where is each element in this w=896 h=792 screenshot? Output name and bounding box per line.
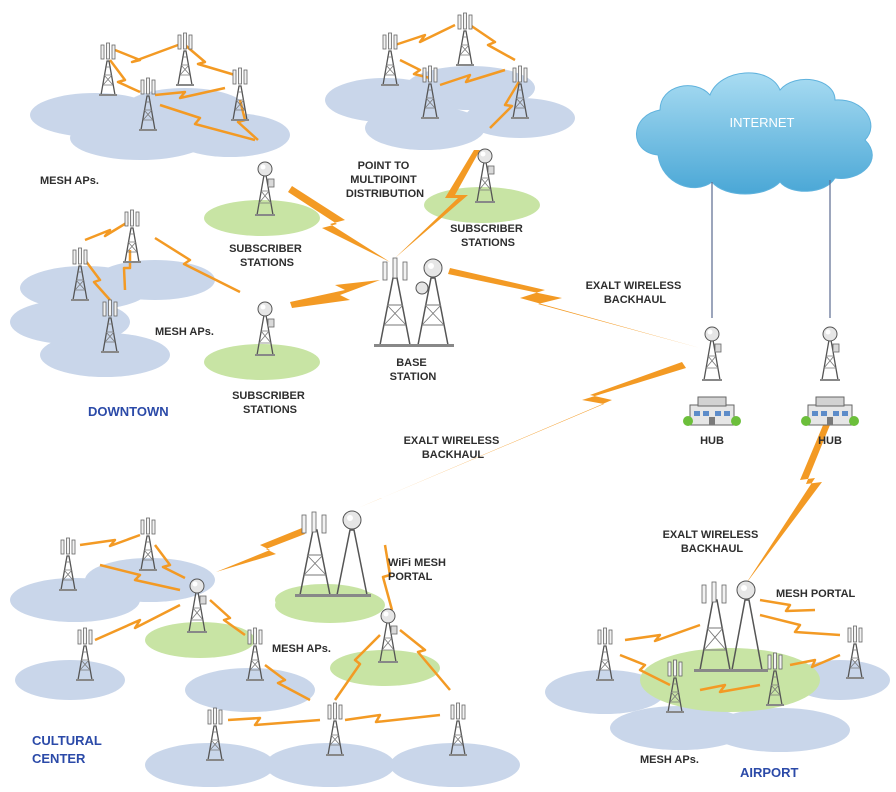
hub-label: HUB — [818, 435, 842, 447]
mesh-ap-tower-icon — [98, 42, 118, 97]
mesh-link — [344, 713, 441, 724]
wireless-link-bolt-icon — [745, 418, 832, 585]
mesh-portal-label: MESH PORTAL — [776, 588, 856, 600]
mesh-link — [759, 598, 816, 613]
mesh-coverage-zone — [710, 708, 850, 752]
mesh-link — [79, 533, 141, 548]
mesh-coverage-zone — [610, 706, 750, 750]
mesh-ap-tower-icon — [175, 32, 195, 87]
subscriber-coverage-zone — [640, 648, 820, 712]
wifi-mesh-portal-icon — [275, 510, 375, 616]
mesh-link — [489, 79, 522, 129]
base-station-label: BASE STATION — [390, 357, 437, 383]
subscriber-coverage-zone — [330, 650, 440, 686]
mesh-coverage-zone — [365, 106, 485, 150]
mesh-ap-tower-icon — [455, 12, 475, 67]
airport-label: AIRPORT — [740, 765, 799, 780]
mesh-link — [154, 544, 186, 580]
mesh-portal-icon — [694, 580, 768, 672]
mesh-link — [399, 58, 431, 80]
internet-label: INTERNET — [730, 115, 795, 130]
mesh-coverage-zone — [170, 113, 290, 157]
wireless-link-bolt-icon — [358, 362, 686, 508]
mesh-link — [99, 563, 181, 592]
hub-tower-icon — [701, 326, 723, 382]
exalt-backhaul-label: EXALT WIRELESS BACKHAUL — [404, 435, 503, 461]
exalt-backhaul-label: EXALT WIRELESS BACKHAUL — [586, 280, 685, 306]
mesh-link — [469, 23, 516, 62]
mesh-link — [84, 220, 129, 242]
downtown-label: DOWNTOWN — [88, 404, 169, 419]
mesh-link — [114, 43, 179, 64]
subscriber-coverage-zone — [145, 622, 255, 658]
mesh-link — [624, 623, 701, 643]
mesh-aps-label: MESH APs. — [272, 643, 331, 655]
mesh-link — [699, 683, 761, 694]
mesh-link — [154, 236, 241, 294]
cloud-icon: INTERNET — [636, 72, 873, 195]
subscriber-stations-label: SUBSCRIBER STATIONS — [229, 243, 305, 269]
mesh-link — [84, 259, 111, 301]
mesh-link — [94, 603, 181, 642]
mesh-link — [184, 44, 236, 77]
mesh-link — [209, 599, 246, 637]
mesh-ap-tower-icon — [380, 32, 400, 87]
mesh-coverage-zone — [405, 66, 535, 110]
wireless-link-bolt-icon — [288, 186, 390, 262]
subscriber-coverage-zone — [204, 200, 320, 236]
subscriber-stations-label: SUBSCRIBER STATIONS — [232, 390, 308, 416]
mesh-coverage-zone — [390, 743, 520, 787]
mesh-link — [227, 716, 321, 727]
subscriber-stations-label: SUBSCRIBER STATIONS — [450, 223, 526, 249]
mesh-link — [394, 23, 456, 47]
mesh-aps-label: MESH APs. — [40, 175, 99, 187]
hub-tower-icon — [819, 326, 841, 382]
mesh-link — [264, 664, 311, 702]
mesh-coverage-zone — [40, 333, 170, 377]
mesh-link — [333, 634, 381, 701]
mesh-coverage-zone — [145, 743, 275, 787]
mesh-link — [122, 250, 132, 291]
point-to-multipoint-label: POINT TO MULTIPOINT DISTRIBUTION — [346, 160, 424, 200]
mesh-aps-label: MESH APs. — [155, 326, 214, 338]
subscriber-coverage-zone — [204, 344, 320, 380]
mesh-link — [759, 613, 841, 637]
hub-2 — [800, 326, 860, 427]
mesh-coverage-zone — [10, 300, 130, 344]
hub-building-icon — [800, 396, 860, 427]
mesh-link — [439, 68, 506, 87]
mesh-coverage-zone — [15, 660, 125, 700]
wifi-mesh-portal-label: WiFi MESH PORTAL — [388, 557, 449, 583]
hub-1 — [682, 326, 742, 427]
mesh-link — [381, 544, 394, 611]
wireless-link-bolt-icon — [448, 268, 700, 348]
mesh-coverage-zone — [265, 743, 395, 787]
hub-label: HUB — [700, 435, 724, 447]
wireless-links — [216, 150, 832, 585]
mesh-link — [399, 629, 451, 691]
mesh-coverage-zone — [95, 260, 215, 300]
mesh-link — [159, 103, 256, 142]
hub-building-icon — [682, 396, 742, 427]
mesh-link — [154, 86, 226, 100]
mesh-link — [619, 653, 671, 687]
wireless-link-bolt-icon — [216, 528, 305, 572]
mesh-link — [789, 653, 841, 669]
mesh-coverage-zone — [545, 670, 665, 714]
mesh-aps-label: MESH APs. — [640, 754, 699, 766]
mesh-ap-tower-icon — [122, 209, 142, 264]
base-station-icon — [374, 257, 454, 347]
mesh-link — [109, 59, 141, 94]
cultural-center-label: CULTURAL CENTER — [32, 733, 105, 766]
wireless-link-bolt-icon — [395, 150, 480, 258]
exalt-backhaul-label: EXALT WIRELESS BACKHAUL — [663, 529, 762, 555]
mesh-coverage-zone — [185, 668, 315, 712]
wireless-link-bolt-icon — [290, 280, 380, 308]
